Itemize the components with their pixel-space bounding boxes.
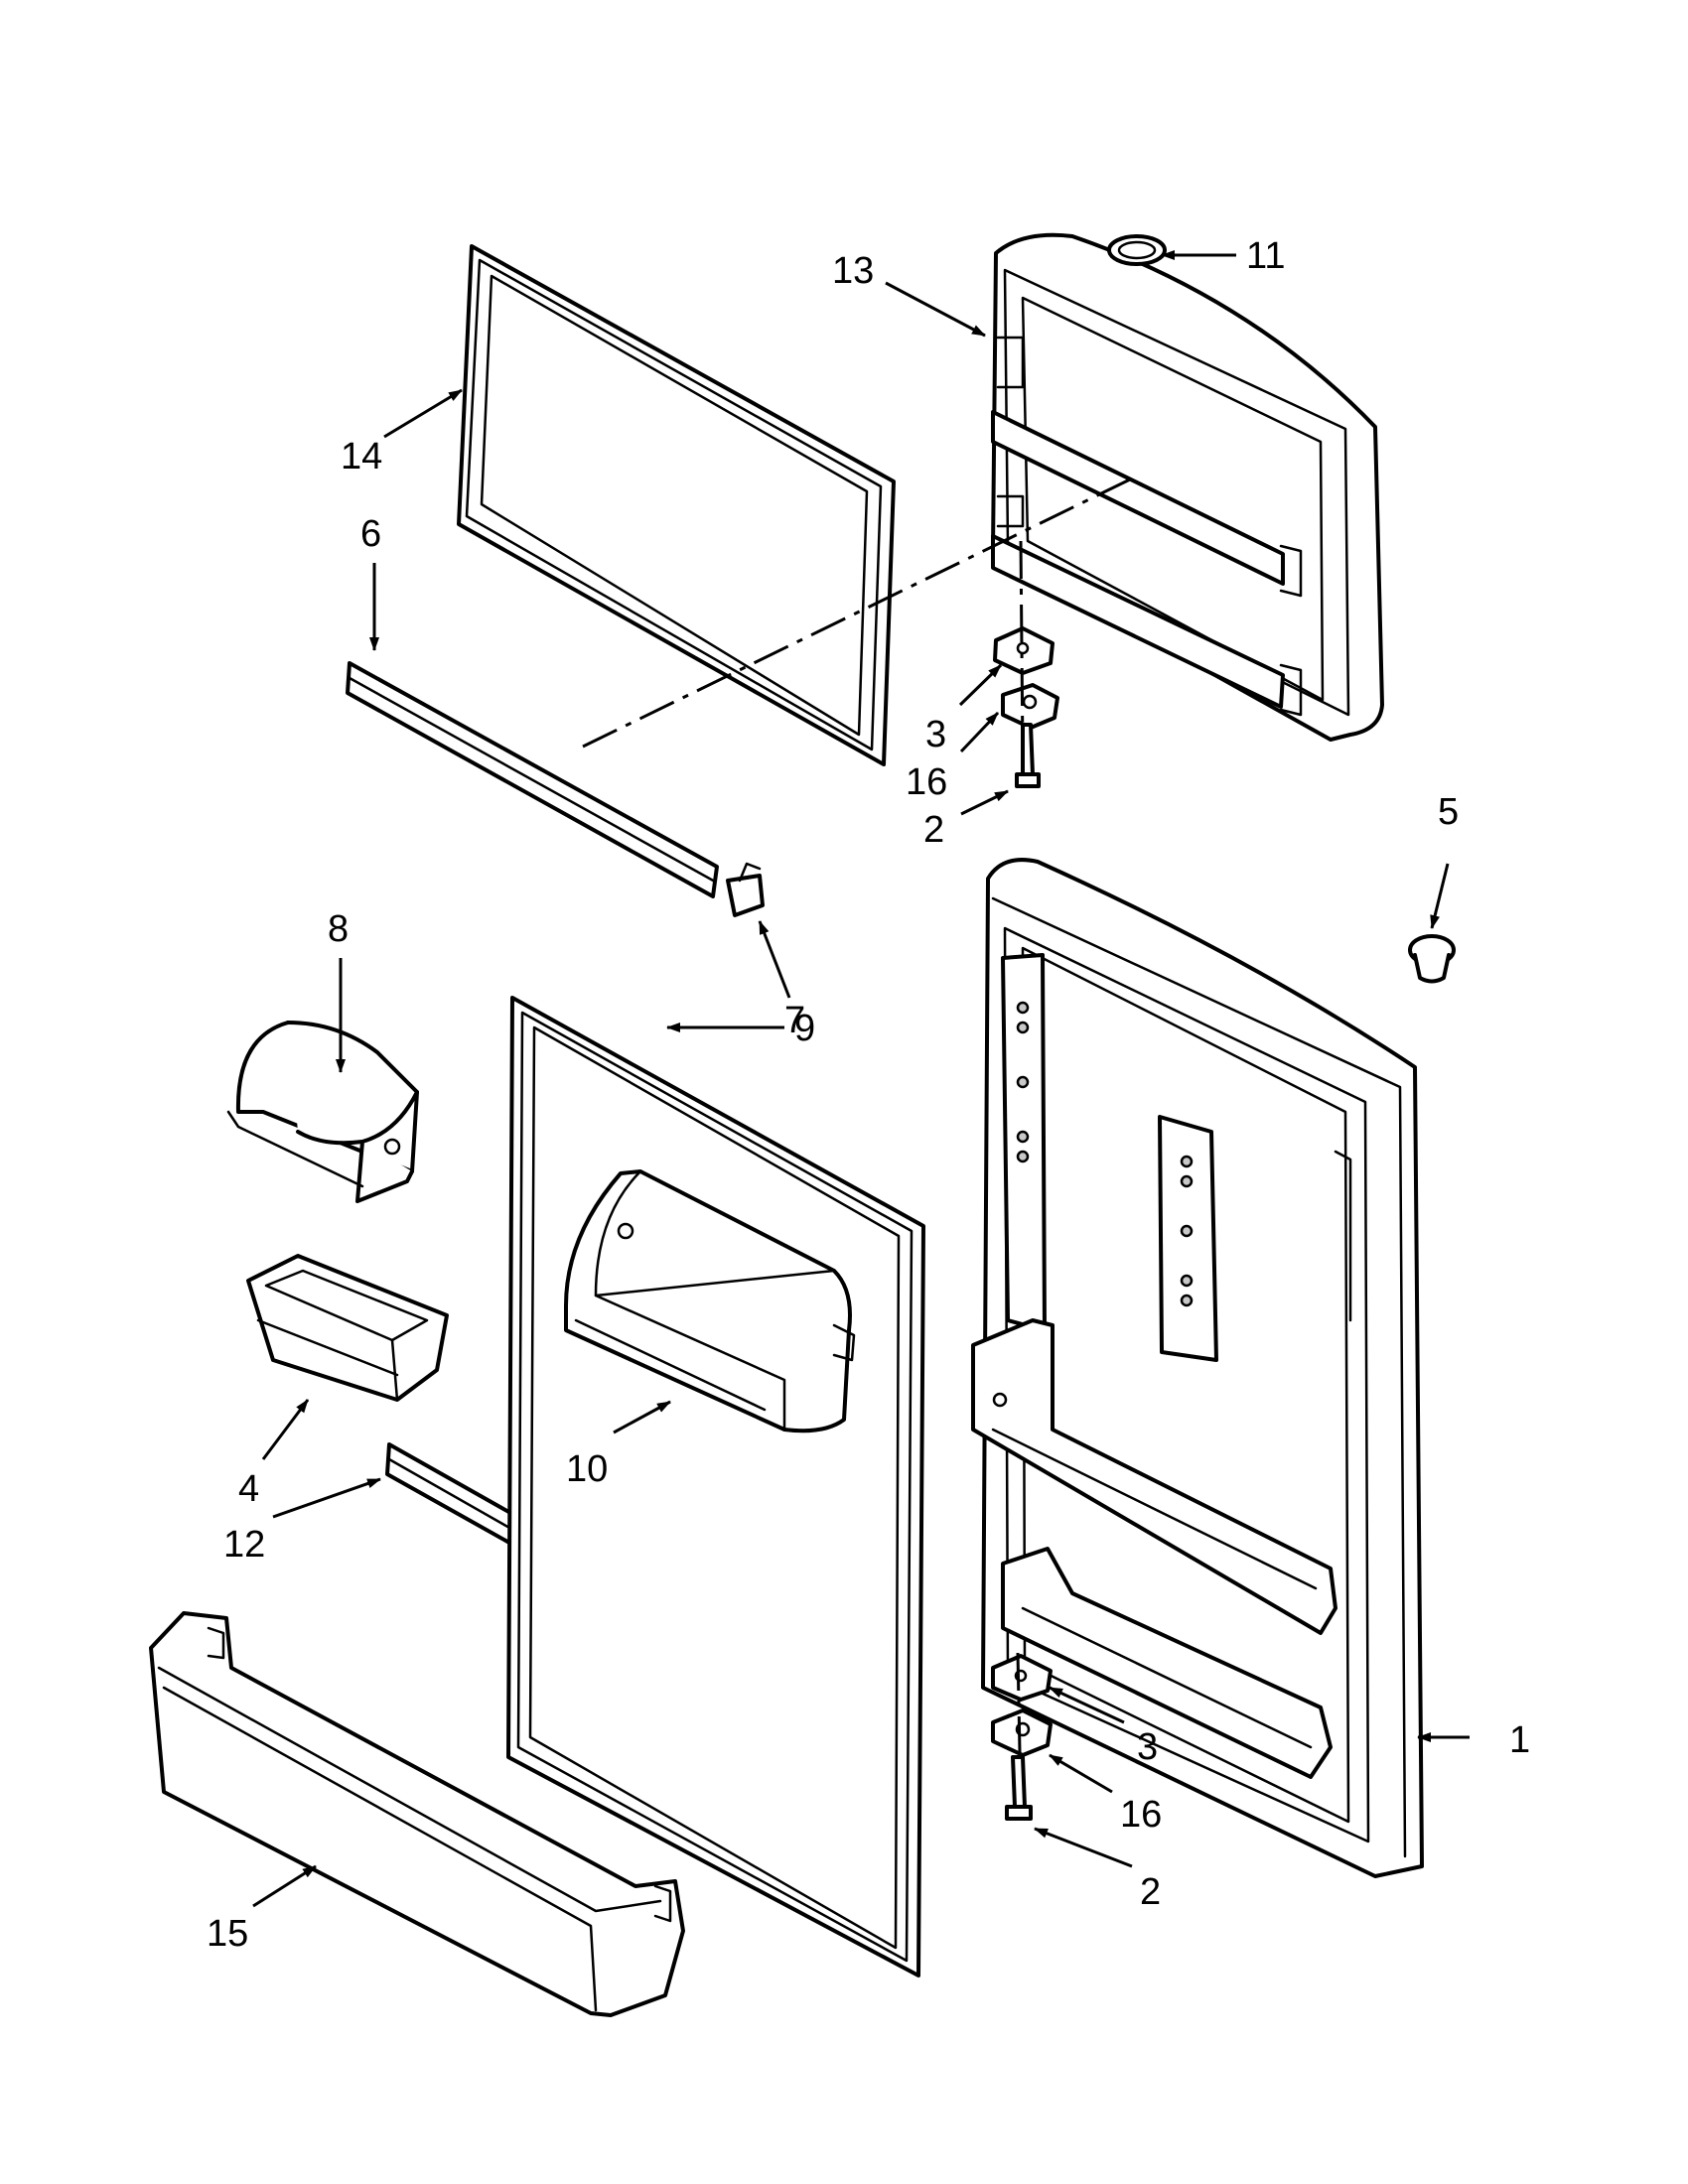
freezer-door: [991, 232, 1384, 742]
large-door-bin: [149, 1611, 685, 2017]
callout-2-lower: 2: [1140, 1871, 1161, 1913]
lower-hinge-hardware: [991, 1654, 1053, 1821]
dairy-cover: [226, 1021, 419, 1203]
callout-15: 15: [207, 1913, 248, 1955]
shelf-end-cap: [726, 862, 765, 917]
callout-6: 6: [360, 513, 381, 555]
callout-10: 10: [566, 1448, 608, 1490]
callout-7: 7: [784, 1000, 805, 1041]
leader-arrows: [252, 250, 1470, 1908]
callout-13: 13: [832, 250, 874, 292]
callout-2-upper: 2: [923, 809, 944, 851]
upper-hinge-hardware: [993, 626, 1059, 788]
callout-12: 12: [223, 1524, 265, 1566]
callout-11: 11: [1246, 235, 1285, 277]
assembly-lines: [582, 477, 1133, 1753]
callout-9: 9: [794, 1008, 815, 1049]
callout-8: 8: [328, 908, 349, 950]
freezer-shelf-bar: [346, 661, 719, 898]
callout-3-upper: 3: [925, 714, 946, 755]
door-vent-cap-11: [1107, 234, 1167, 266]
callout-14: 14: [341, 436, 382, 478]
callout-16-upper: 16: [906, 761, 947, 803]
callout-1: 1: [1509, 1719, 1530, 1761]
callout-5: 5: [1438, 791, 1459, 833]
small-door-bin: [246, 1254, 449, 1402]
callout-16-lower: 16: [1120, 1794, 1162, 1836]
callout-labels: 11 13 14 6 3 16 2 5 7 8 9 10 4 12 1 3 16…: [207, 235, 1530, 1955]
dairy-compartment: [564, 1169, 856, 1433]
plug-button: [1408, 934, 1456, 984]
callout-4: 4: [238, 1468, 259, 1510]
freezer-door-gasket: [457, 244, 896, 766]
callout-3-lower: 3: [1137, 1726, 1158, 1768]
refrigerator-door: [971, 858, 1424, 1878]
